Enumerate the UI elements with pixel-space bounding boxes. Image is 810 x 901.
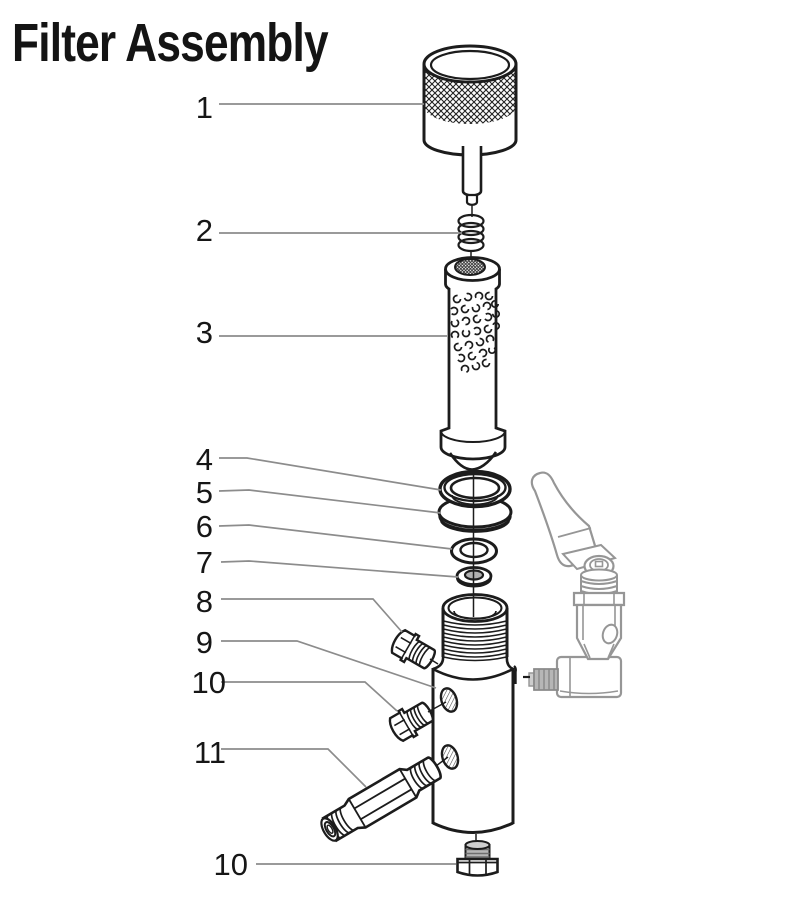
callout-10-bottom: 10: [213, 847, 248, 882]
filter-cap: [422, 44, 518, 217]
filter-element: [439, 256, 507, 471]
cap-stem: [461, 146, 483, 197]
callout-1: 1: [195, 90, 213, 125]
callout-5: 5: [195, 475, 213, 510]
drain-valve: [528, 471, 626, 699]
filter-mesh-top: [454, 258, 486, 276]
spring: [457, 213, 485, 262]
perforations: [449, 291, 501, 374]
hex-nipple: [320, 756, 449, 843]
side-port-lower: [440, 744, 460, 770]
callout-8: 8: [195, 584, 213, 619]
cap-stem-tip: [465, 193, 479, 206]
hex-plug-side: [384, 696, 447, 746]
callout-4: 4: [195, 442, 213, 477]
callout-3: 3: [195, 315, 213, 350]
seat-ring: [438, 469, 512, 509]
page-title: Filter Assembly: [12, 13, 329, 73]
valve-inlet-thread: [533, 668, 559, 691]
leader-lines: [218, 103, 462, 865]
callout-11: 11: [193, 735, 226, 770]
side-port-upper: [439, 687, 459, 713]
valve-hex: [572, 591, 626, 607]
callout-7: 7: [195, 545, 213, 580]
collar-opening: [441, 593, 509, 623]
hex-plug-upper: [386, 625, 441, 675]
knurl-band: [424, 64, 516, 124]
collar-threads: [443, 620, 507, 662]
callout-6: 6: [195, 509, 213, 544]
callout-2: 2: [195, 213, 213, 248]
filter-cone: [448, 451, 498, 471]
callout-10: 10: [191, 665, 226, 700]
hex-plug-bottom: [456, 834, 499, 877]
callout-9: 9: [195, 625, 213, 660]
valve-body: [575, 603, 623, 661]
outlet-mark: [513, 665, 517, 684]
valve-inline-body: [555, 655, 623, 699]
filter-body: [431, 593, 530, 834]
valve-handle-base: [561, 543, 617, 571]
valve-packing-nut: [580, 575, 618, 595]
valve-port-hole: [601, 623, 619, 645]
filter-tube: [439, 288, 507, 461]
